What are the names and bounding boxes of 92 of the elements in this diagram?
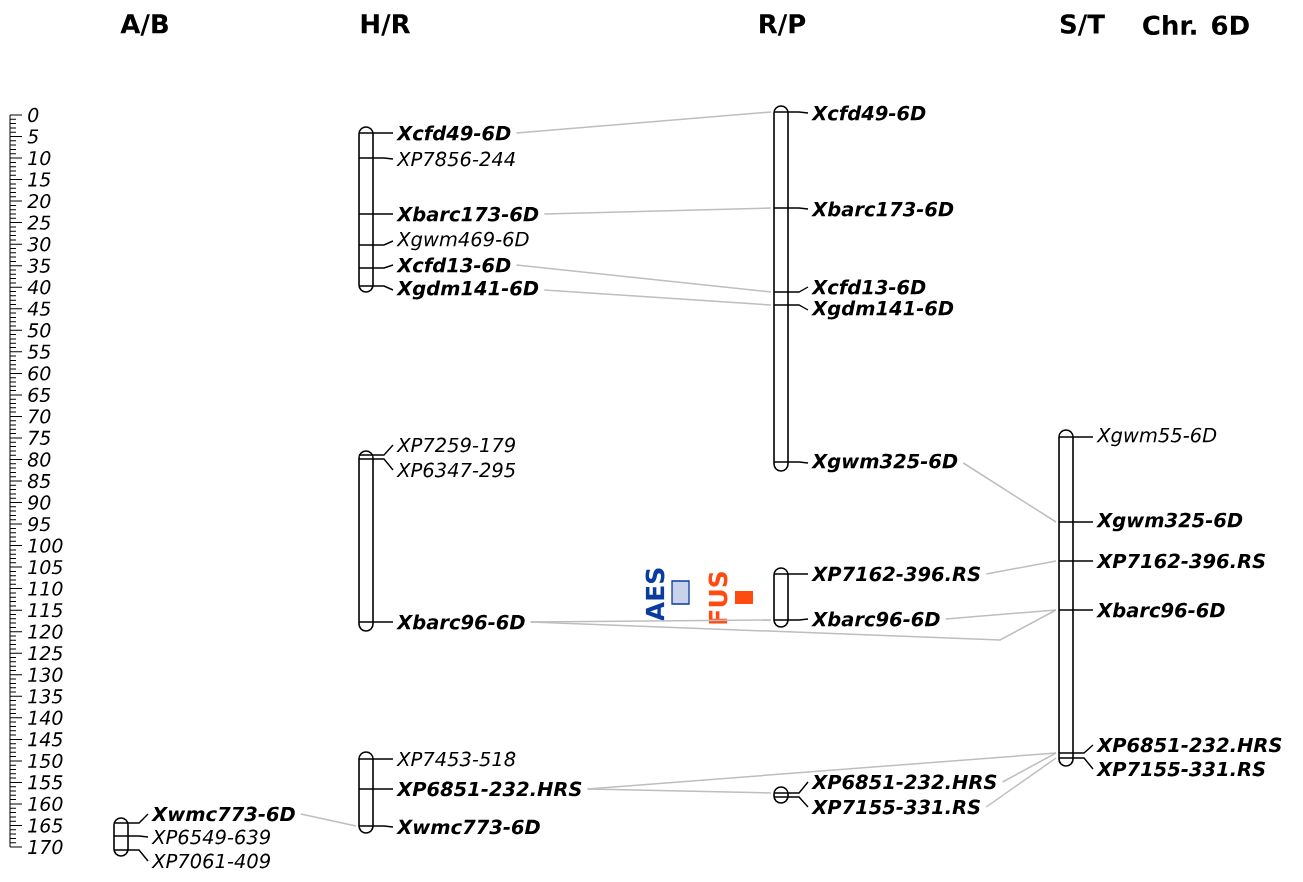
tick-label: 10 <box>28 150 51 166</box>
tick-label: 160 <box>28 796 63 812</box>
column-heading: S/T <box>1060 14 1105 36</box>
marker-label: Xgwm325-6D <box>773 453 958 473</box>
marker-label: XP6851-232.HRS <box>358 781 582 797</box>
chromosome-bar <box>773 786 789 804</box>
marker-label: XP7155-331.RS <box>1058 757 1266 777</box>
tick-label: 120 <box>28 624 63 639</box>
tick-label: 130 <box>28 667 63 682</box>
chromosome-bar <box>113 817 129 857</box>
marker-label: Xwmc773-6D <box>113 806 295 824</box>
tick-label: 115 <box>28 603 63 618</box>
marker-label: XP7155-331.RS <box>773 796 981 815</box>
tick-label: 75 <box>28 430 51 445</box>
marker-label: XP7061-409 <box>113 849 270 869</box>
tick-label: 165 <box>28 818 63 833</box>
connector-line <box>515 111 772 134</box>
tick-label: 110 <box>28 581 63 596</box>
marker-label: Xgwm55-6D <box>1058 427 1217 447</box>
tick-label: 90 <box>28 495 51 510</box>
connector-line <box>1001 752 1057 783</box>
connector-line <box>962 462 1057 523</box>
tick-label: 25 <box>27 215 51 230</box>
chromosome-bar <box>773 105 789 472</box>
tick-label: 150 <box>28 753 63 769</box>
marker-label: Xgwm469-6D <box>358 231 529 251</box>
marker-label: Xbarc173-6D <box>773 201 954 217</box>
tick-label: 100 <box>28 538 63 553</box>
tick-label: 95 <box>28 516 51 532</box>
marker-label: XP7162-396.RS <box>1058 553 1266 569</box>
marker-label: XP7856-244 <box>358 151 515 167</box>
tick-label: 15 <box>28 172 51 187</box>
tick-label: 20 <box>27 193 51 209</box>
connector-line <box>300 813 357 827</box>
tick-label: 85 <box>27 473 51 489</box>
column-heading: A/B <box>120 14 168 36</box>
connector-line <box>543 207 772 215</box>
marker-label: XP7162-396.RS <box>773 566 981 582</box>
connector-line <box>586 752 1057 790</box>
marker-label: XP6851-232.HRS <box>1058 737 1282 754</box>
connector-line <box>515 264 772 293</box>
marker-label: Xbarc96-6D <box>1058 602 1225 618</box>
tick-label: 125 <box>28 646 63 661</box>
tick-label: 140 <box>28 710 63 725</box>
marker-label: Xcfd49-6D <box>358 125 511 141</box>
connector-line <box>529 609 1057 641</box>
marker-label: Xgwm325-6D <box>1058 512 1243 532</box>
qtl-label: AES <box>645 568 665 622</box>
marker-label: Xcfd13-6D <box>773 279 926 295</box>
marker-label: XP7259-179 <box>358 437 515 456</box>
marker-label: Xbarc173-6D <box>358 206 539 222</box>
connector-line <box>543 289 772 306</box>
tick-label: 135 <box>28 689 63 704</box>
tick-label: 30 <box>27 237 51 252</box>
tick-label: 65 <box>28 387 51 403</box>
connector-line <box>944 609 1057 620</box>
tick-label: 105 <box>28 559 63 575</box>
tick-label: 40 <box>27 280 51 295</box>
tick-label: 155 <box>28 775 63 790</box>
marker-label: Xwmc773-6D <box>358 819 540 835</box>
tick-label: 55 <box>27 344 51 359</box>
marker-label: Xgdm141-6D <box>358 280 539 300</box>
tick-label: 145 <box>28 732 63 747</box>
marker-label: XP6549-639 <box>113 829 270 845</box>
column-heading: R/P <box>760 14 806 36</box>
chromosome-bar <box>1058 429 1074 767</box>
qtl-label: FUS <box>708 572 728 624</box>
marker-label: Xbarc96-6D <box>773 611 940 627</box>
tick-label: 35 <box>27 258 51 273</box>
column-heading: Chr. 6D <box>1143 14 1249 36</box>
tick-label: 60 <box>28 366 51 381</box>
tick-label: 170 <box>28 839 63 855</box>
connector-line <box>985 560 1057 575</box>
marker-label: Xgdm141-6D <box>773 300 954 320</box>
marker-label: Xbarc96-6D <box>358 614 525 630</box>
chromosome-bar <box>358 126 374 293</box>
connector-line <box>985 757 1057 808</box>
chromosome-bar <box>358 450 374 632</box>
marker-label: XP6347-295 <box>358 458 516 478</box>
marker-label: XP7453-518 <box>358 751 516 767</box>
marker-label: XP6851-232.HRS <box>773 774 997 794</box>
marker-label: Xcfd13-6D <box>358 257 511 273</box>
tick-label: 80 <box>27 452 51 467</box>
tick-label: 0 <box>28 107 39 123</box>
chromosome-bar <box>358 751 374 834</box>
tick-label: 5 <box>27 129 39 144</box>
chromosome-bar <box>773 567 789 628</box>
tick-label: 45 <box>27 301 51 316</box>
tick-label: 50 <box>27 323 51 338</box>
column-heading: H/R <box>361 14 411 36</box>
tick-label: 70 <box>28 409 51 424</box>
marker-label: Xcfd49-6D <box>773 105 926 121</box>
